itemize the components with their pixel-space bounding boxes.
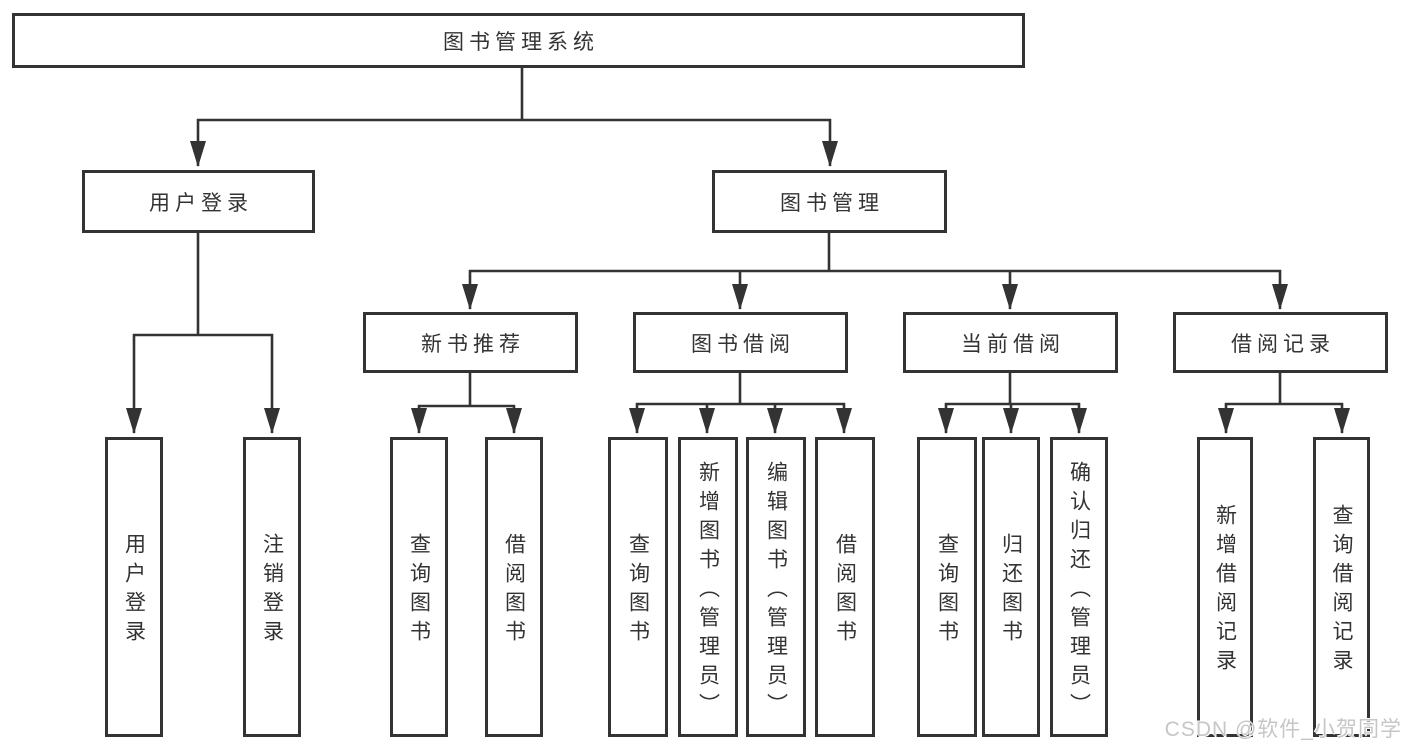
- leaf-query-book-recommend: 查询图书: [390, 437, 448, 737]
- node-new-book-recommend: 新书推荐: [363, 312, 578, 373]
- leaf-confirm-return-admin: 确认归还（管理员）: [1050, 437, 1108, 737]
- leaf-confirm-return-admin-label: 确认归还（管理员）: [1067, 460, 1091, 722]
- leaf-query-book-current-label: 查询图书: [935, 533, 959, 649]
- leaf-edit-book-admin-label: 编辑图书（管理员）: [764, 460, 788, 722]
- node-root-label: 图书管理系统: [443, 30, 599, 54]
- leaf-borrow-book: 借阅图书: [815, 437, 875, 737]
- leaf-edit-book-admin: 编辑图书（管理员）: [746, 437, 806, 737]
- leaf-borrow-book-label: 借阅图书: [833, 533, 857, 649]
- leaf-return-book: 归还图书: [982, 437, 1040, 737]
- node-user-login: 用户登录: [82, 170, 315, 233]
- node-book-management: 图书管理: [712, 170, 947, 233]
- leaf-logout-label: 注销登录: [260, 533, 284, 649]
- leaf-query-book-recommend-label: 查询图书: [407, 533, 431, 649]
- node-root: 图书管理系统: [12, 13, 1025, 68]
- leaf-add-borrow-record: 新增借阅记录: [1197, 437, 1253, 737]
- leaf-query-borrow-record: 查询借阅记录: [1313, 437, 1370, 737]
- leaf-query-book-borrowing: 查询图书: [608, 437, 668, 737]
- leaf-return-book-label: 归还图书: [999, 533, 1023, 649]
- leaf-query-borrow-record-label: 查询借阅记录: [1330, 504, 1353, 678]
- node-current-borrowing: 当前借阅: [903, 312, 1118, 373]
- node-book-borrowing: 图书借阅: [633, 312, 848, 373]
- node-book-management-label: 图书管理: [780, 191, 884, 215]
- node-new-book-recommend-label: 新书推荐: [421, 332, 525, 356]
- leaf-logout: 注销登录: [243, 437, 301, 737]
- node-borrowing-records-label: 借阅记录: [1231, 332, 1335, 356]
- node-user-login-label: 用户登录: [149, 191, 253, 215]
- leaf-query-book-borrowing-label: 查询图书: [626, 533, 650, 649]
- leaf-borrow-book-recommend-label: 借阅图书: [502, 533, 526, 649]
- leaf-borrow-book-recommend: 借阅图书: [485, 437, 543, 737]
- csdn-watermark: CSDN @软件_小贺同学: [1164, 718, 1402, 741]
- leaf-add-book-admin-label: 新增图书（管理员）: [696, 460, 720, 722]
- leaf-user-login-label: 用户登录: [122, 533, 146, 649]
- node-current-borrowing-label: 当前借阅: [961, 332, 1065, 356]
- leaf-add-borrow-record-label: 新增借阅记录: [1213, 504, 1237, 678]
- leaf-query-book-current: 查询图书: [917, 437, 977, 737]
- leaf-add-book-admin: 新增图书（管理员）: [678, 437, 738, 737]
- node-borrowing-records: 借阅记录: [1173, 312, 1388, 373]
- leaf-user-login: 用户登录: [105, 437, 163, 737]
- node-book-borrowing-label: 图书借阅: [691, 332, 795, 356]
